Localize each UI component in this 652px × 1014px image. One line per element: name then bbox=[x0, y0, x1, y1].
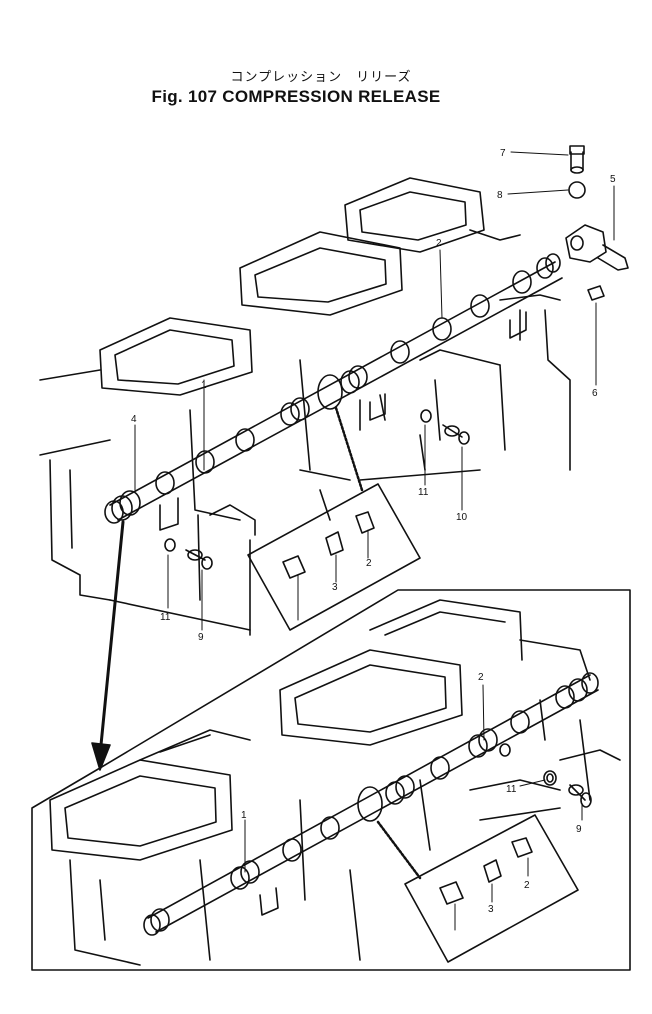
callout-1-upper: 1 bbox=[201, 380, 207, 391]
callout-3-detail: 3 bbox=[332, 582, 338, 593]
lower-camshaft bbox=[143, 672, 599, 936]
lower-cylinder-head bbox=[49, 599, 621, 966]
callout-10: 10 bbox=[456, 512, 468, 523]
upper-camshaft bbox=[104, 253, 563, 531]
callout-11-lower: 11 bbox=[506, 784, 517, 795]
figure-title-english: Fig. 107 COMPRESSION RELEASE bbox=[151, 87, 441, 106]
callout-6: 6 bbox=[592, 388, 598, 399]
callout-3-lower-detail: 3 bbox=[488, 904, 494, 915]
callout-5: 5 bbox=[610, 174, 616, 185]
callout-8: 8 bbox=[497, 190, 503, 201]
lower-bolts bbox=[499, 743, 592, 808]
callout-labels: 7 8 5 2 6 1 4 11 10 2 3 9 11 2 1 11 9 2 … bbox=[131, 148, 616, 915]
figure-title-japanese: コンプレッション リリーズ bbox=[230, 70, 412, 85]
upper-cylinder-head bbox=[39, 177, 571, 636]
lower-frame bbox=[31, 589, 631, 971]
callout-7: 7 bbox=[500, 148, 506, 159]
callout-9-upper: 9 bbox=[198, 632, 204, 643]
callout-2-lower-detail: 2 bbox=[524, 880, 530, 891]
callout-2-detail: 2 bbox=[366, 558, 372, 569]
figure-title: コンプレッション リリーズ Fig. 107 COMPRESSION RELEA… bbox=[0, 66, 652, 107]
upper-leaders bbox=[134, 151, 615, 631]
lower-leaders bbox=[244, 684, 583, 931]
transition-arrow bbox=[91, 520, 125, 771]
callout-11-upper-left: 11 bbox=[160, 612, 171, 623]
callout-4: 4 bbox=[131, 414, 137, 425]
callout-2-lower: 2 bbox=[478, 672, 484, 683]
upper-detail-box bbox=[247, 374, 421, 631]
upper-release-lever bbox=[565, 145, 629, 301]
lower-detail-box bbox=[357, 786, 579, 963]
callout-11-upper-right: 11 bbox=[418, 487, 429, 498]
callout-9-lower: 9 bbox=[576, 824, 582, 835]
callout-2-upper: 2 bbox=[436, 238, 442, 249]
upper-bolts bbox=[164, 409, 470, 570]
callout-1-lower: 1 bbox=[241, 810, 247, 821]
